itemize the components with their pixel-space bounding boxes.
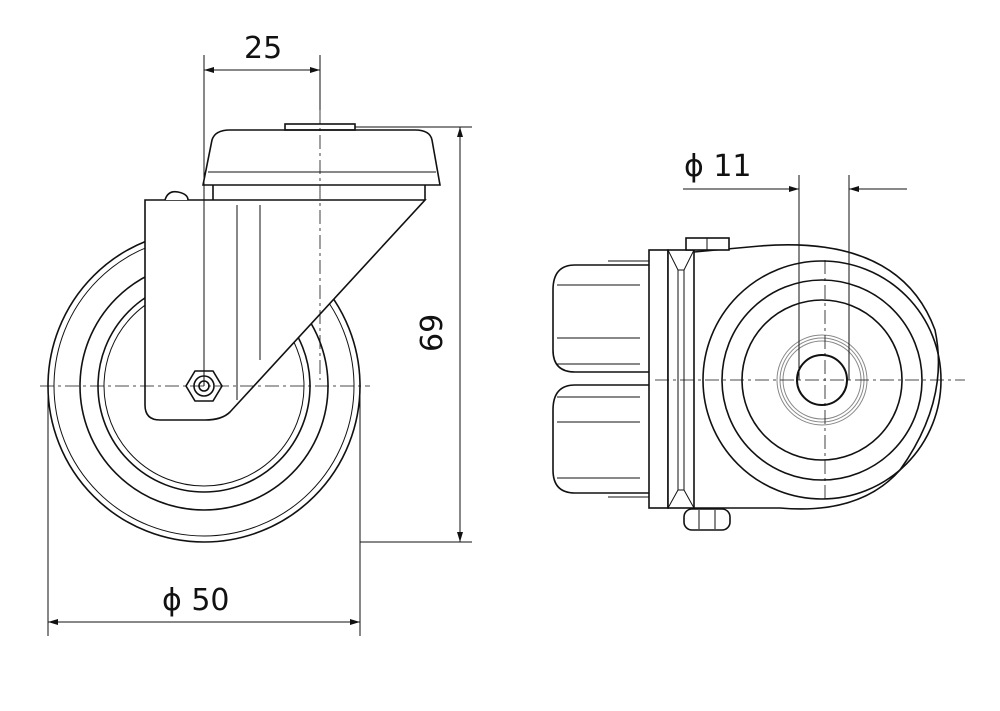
front-view: ϕ 11 (552, 149, 965, 531)
dimension-25 (203, 55, 321, 386)
dimension-50 (47, 386, 361, 636)
side-view: 25 69 ϕ 50 (40, 31, 472, 636)
dimension-69 (355, 126, 472, 543)
wheel-diameter-label: ϕ 50 (162, 583, 230, 618)
offset-dimension-label: 25 (244, 31, 282, 66)
bottom-nut (683, 508, 731, 531)
body (693, 244, 942, 510)
height-dimension-label: 69 (415, 314, 450, 352)
bore-diameter-label: ϕ 11 (684, 149, 752, 184)
wheels (552, 260, 649, 498)
fork (144, 190, 427, 421)
mounting-plate (648, 237, 731, 531)
top-plate (202, 123, 441, 200)
front-center-lines (655, 260, 965, 500)
dimension-11 (683, 175, 907, 380)
center-lines (40, 110, 370, 387)
